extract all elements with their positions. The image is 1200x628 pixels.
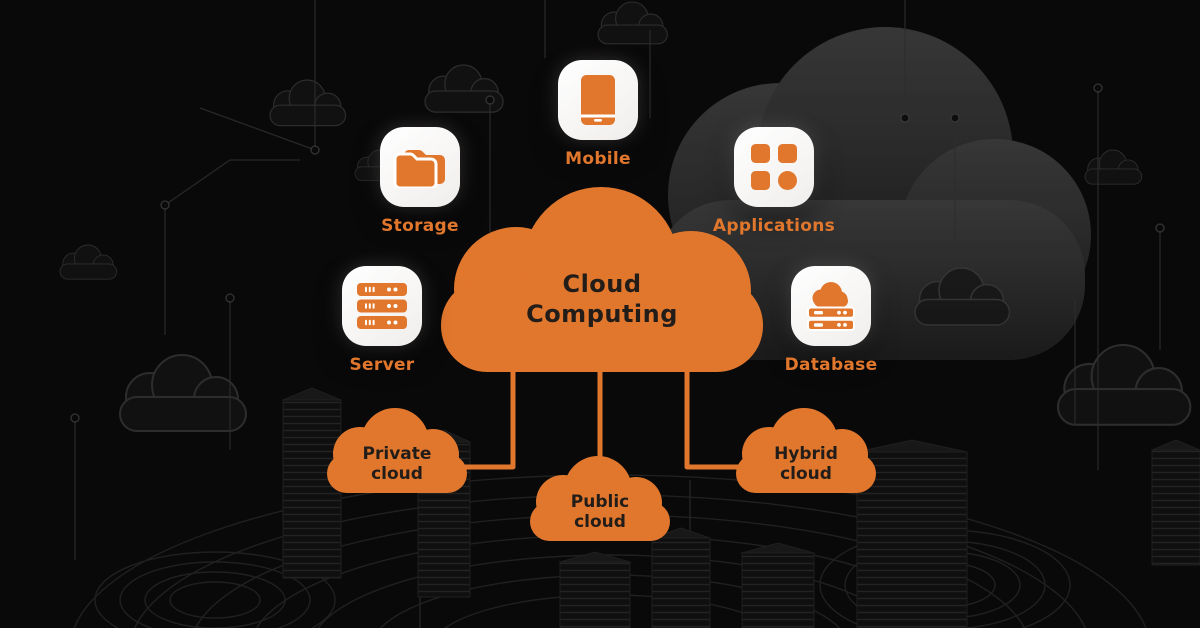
cloud-shape (327, 408, 467, 493)
connector-private-cloud (460, 368, 516, 470)
satellite-mobile: Mobile (536, 60, 660, 169)
storage-tile (380, 127, 460, 207)
private-cloud-label-line2: cloud (371, 463, 423, 484)
central-cloud-label: Cloud Computing (441, 187, 763, 372)
satellite-server: Server (320, 266, 444, 375)
hybrid-cloud-label-line1: Hybrid (774, 443, 838, 464)
cloud-shape (736, 408, 876, 493)
hybrid-cloud-label: Hybrid cloud (736, 408, 876, 493)
app-grid-icon (751, 144, 797, 190)
central-cloud: Cloud Computing (441, 187, 763, 372)
server-tile (342, 266, 422, 346)
applications-tile (734, 127, 814, 207)
cloud-database-icon (807, 282, 855, 331)
mobile-tile (558, 60, 638, 140)
public-cloud: Public cloud (530, 456, 670, 541)
connector-hybrid-cloud (684, 368, 740, 470)
public-cloud-label-line1: Public (570, 491, 630, 512)
cloud-shape (441, 187, 763, 372)
central-cloud-label-line2: Computing (526, 299, 678, 328)
satellite-applications: Applications (712, 127, 836, 236)
public-cloud-label: Public cloud (530, 456, 670, 541)
satellite-storage: Storage (358, 127, 482, 236)
satellite-database: Database (769, 266, 893, 375)
applications-label: Applications (712, 216, 836, 236)
smartphone-icon (581, 75, 615, 125)
private-cloud-label-line1: Private (362, 443, 432, 464)
circuit-nodes (70, 83, 1165, 423)
storage-label: Storage (381, 216, 459, 236)
database-label: Database (784, 355, 878, 375)
cloud-shape (530, 456, 670, 541)
hybrid-cloud: Hybrid cloud (736, 408, 876, 493)
server-label: Server (349, 355, 415, 375)
mobile-label: Mobile (565, 149, 631, 169)
folder-icon (393, 150, 445, 188)
central-cloud-label-line1: Cloud (562, 269, 642, 298)
private-cloud-label: Private cloud (327, 408, 467, 493)
database-tile (791, 266, 871, 346)
hybrid-cloud-label-line2: cloud (780, 463, 832, 484)
server-stack-icon (357, 283, 407, 329)
private-cloud: Private cloud (327, 408, 467, 493)
public-cloud-label-line2: cloud (574, 511, 626, 532)
